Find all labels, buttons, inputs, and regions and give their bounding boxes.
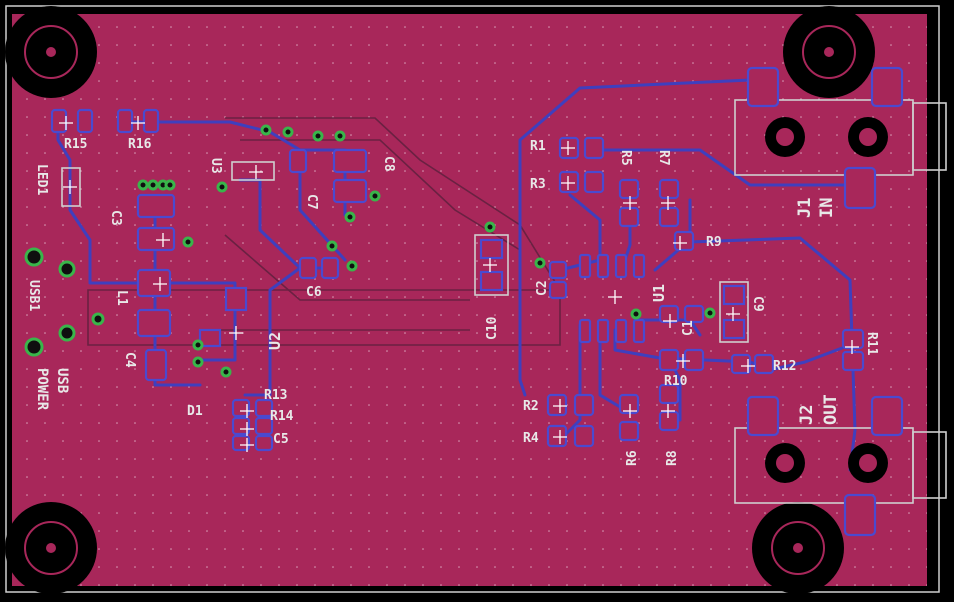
label-r6: R6 xyxy=(625,450,640,466)
label-c6: C6 xyxy=(306,285,322,300)
label-c4: C4 xyxy=(122,352,137,368)
label-c9: C9 xyxy=(750,296,765,312)
label-l1: L1 xyxy=(114,290,129,306)
label-r3: R3 xyxy=(530,177,546,192)
label-r8: R8 xyxy=(665,450,680,466)
label-c3: C3 xyxy=(108,210,123,226)
label-c2: C2 xyxy=(535,280,550,296)
label-j1: J1 xyxy=(795,198,815,218)
mounting-hole-bottom-right xyxy=(752,502,844,594)
label-r12: R12 xyxy=(773,359,796,374)
label-c10: C10 xyxy=(485,316,500,340)
label-r5: R5 xyxy=(618,150,633,166)
label-power: POWER xyxy=(34,368,50,411)
label-u2: U2 xyxy=(266,332,284,350)
label-r9: R9 xyxy=(706,235,722,250)
connector-j1 xyxy=(734,66,947,210)
label-out: OUT xyxy=(821,394,841,425)
label-c5: C5 xyxy=(273,432,289,447)
label-c8: C8 xyxy=(381,156,396,172)
label-r10: R10 xyxy=(664,374,688,389)
mounting-hole-top-left xyxy=(5,6,97,98)
label-r1: R1 xyxy=(530,139,546,154)
label-u1: U1 xyxy=(650,284,668,302)
label-led1: LED1 xyxy=(34,164,49,195)
label-d1: D1 xyxy=(187,404,203,419)
label-r15: R15 xyxy=(64,137,87,152)
component-c10 xyxy=(474,234,509,296)
label-r14: R14 xyxy=(270,409,294,424)
label-usb: USB xyxy=(54,368,70,393)
label-r11: R11 xyxy=(864,332,879,356)
label-usb1: USB1 xyxy=(26,280,41,311)
smd-pads xyxy=(50,108,865,452)
vias xyxy=(24,124,716,378)
mounting-hole-top-right xyxy=(783,6,875,98)
label-r2: R2 xyxy=(523,399,539,414)
label-in: IN xyxy=(817,198,837,218)
mounting-hole-bottom-left xyxy=(5,502,97,594)
label-r16: R16 xyxy=(128,137,152,152)
component-c9 xyxy=(719,281,749,343)
label-c7: C7 xyxy=(304,194,319,210)
connector-j2 xyxy=(734,395,947,537)
label-c1: C1 xyxy=(681,320,696,336)
label-r4: R4 xyxy=(523,431,539,446)
board-outline xyxy=(5,5,940,593)
origin-markers xyxy=(59,116,859,452)
label-u3: U3 xyxy=(208,158,223,174)
label-r7: R7 xyxy=(656,150,671,166)
label-r13: R13 xyxy=(264,388,287,403)
label-j2: J2 xyxy=(797,405,817,425)
silkscreen-labels: R15 R16 LED1 U3 C7 C8 C3 USB1 L1 C6 U2 C… xyxy=(26,137,879,466)
